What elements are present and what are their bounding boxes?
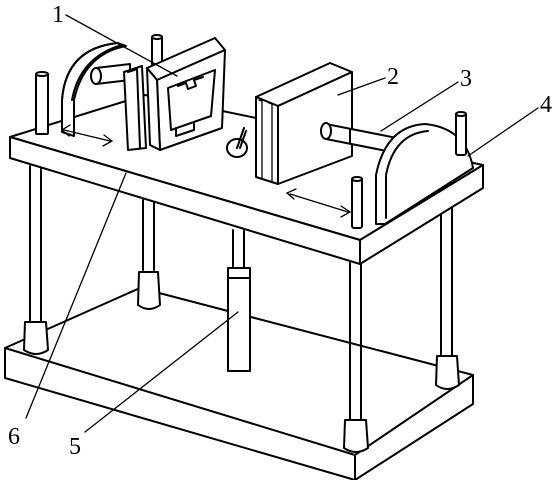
motion-arrow-left: [60, 124, 114, 147]
label-4: 4: [540, 92, 552, 118]
movable-plate: [255, 62, 353, 185]
motion-arrow-right: [285, 188, 352, 218]
back-leg-left: [137, 195, 161, 310]
leader-lines: [25, 14, 539, 433]
callout-labels: 1 2 3 4 5 6: [8, 2, 552, 460]
adjust-knob: [226, 127, 248, 158]
back-leg-right: [435, 205, 460, 390]
front-pin: [351, 176, 363, 229]
front-leg-left: [23, 165, 49, 355]
label-3: 3: [460, 66, 472, 92]
label-1: 1: [52, 2, 64, 28]
front-leg-right: [343, 261, 369, 453]
left-post: [35, 71, 49, 135]
lifting-cylinder: [227, 229, 251, 372]
label-6: 6: [8, 424, 20, 450]
right-arc-bracket: [375, 111, 474, 225]
label-2: 2: [387, 64, 399, 90]
label-5: 5: [69, 434, 81, 460]
left-arc-bracket: [61, 42, 127, 137]
